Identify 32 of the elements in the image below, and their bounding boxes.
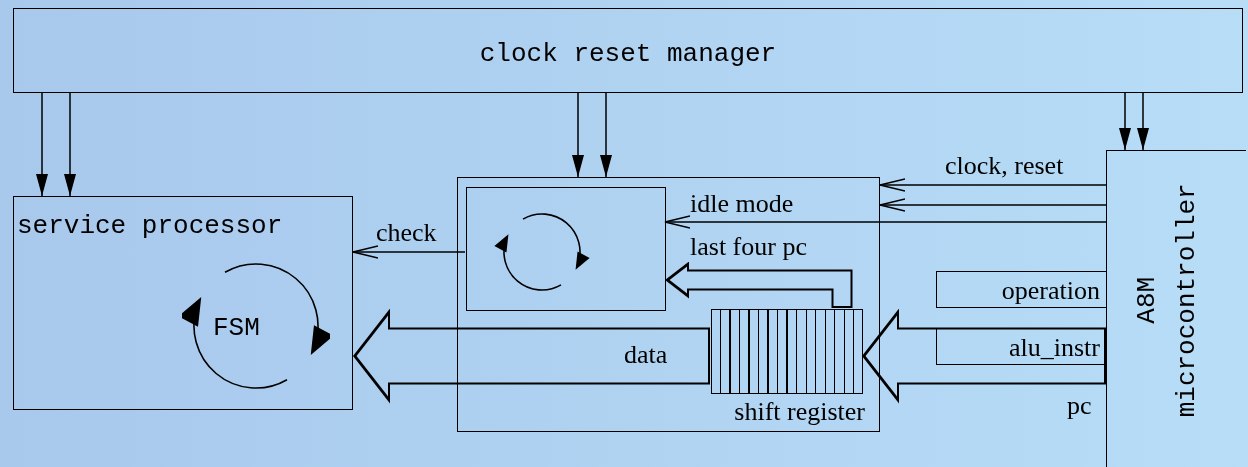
arrow bbox=[572, 92, 584, 178]
manager-block bbox=[13, 8, 1243, 93]
checker-block bbox=[466, 187, 666, 311]
arrow bbox=[1137, 92, 1149, 151]
arrow bbox=[64, 92, 76, 197]
arrow bbox=[600, 92, 612, 178]
node-label: alu_instr bbox=[1009, 335, 1100, 361]
node-label: A8M microcontroller bbox=[1130, 181, 1203, 419]
arrow bbox=[879, 178, 1107, 192]
edge-label: check bbox=[376, 220, 437, 246]
node-label: operation bbox=[1001, 278, 1100, 304]
processor-block bbox=[13, 196, 353, 410]
block-arrow bbox=[665, 261, 853, 308]
arrow bbox=[36, 92, 48, 197]
arrow bbox=[664, 215, 1107, 229]
edge-label: pc bbox=[1067, 393, 1092, 419]
node-label: shift register bbox=[734, 399, 865, 425]
node-label: FSM bbox=[213, 315, 260, 341]
block-arrow bbox=[353, 308, 710, 404]
edge-label: data bbox=[624, 342, 668, 368]
edge-label: clock, reset bbox=[945, 153, 1064, 179]
arrow bbox=[879, 198, 1107, 212]
monitor-block bbox=[457, 177, 880, 432]
edge-label: last four pc bbox=[690, 234, 807, 260]
arrow bbox=[352, 245, 466, 259]
node-label: clock reset manager bbox=[479, 41, 777, 67]
block-arrow bbox=[862, 308, 1106, 404]
controller-block bbox=[1106, 150, 1246, 467]
node-title: service processor bbox=[17, 213, 283, 239]
edge-label: idle mode bbox=[690, 191, 794, 217]
arrow bbox=[1119, 92, 1131, 151]
signal-block bbox=[936, 271, 1107, 308]
